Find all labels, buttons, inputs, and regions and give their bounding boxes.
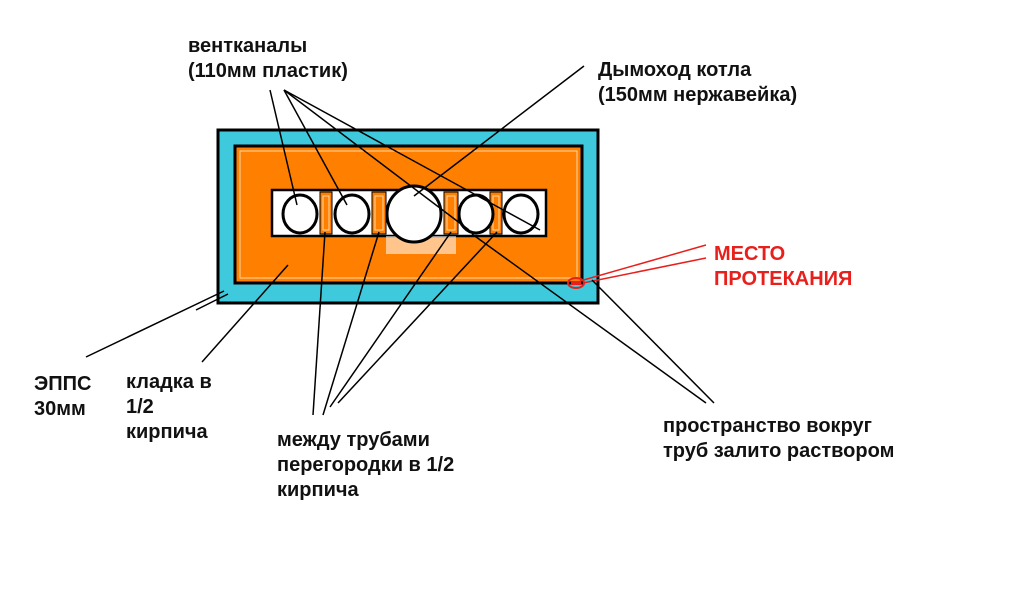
vent-pipe-2	[333, 193, 371, 235]
label-leak-line2: ПРОТЕКАНИЯ	[714, 268, 853, 290]
label-vent-line2: (110мм пластик)	[188, 60, 348, 82]
label-vent-line1: вентканалы	[188, 35, 308, 57]
vent-pipe-1	[281, 193, 319, 235]
label-chimney: Дымоход котла (150мм нержавейка)	[598, 58, 797, 108]
label-space-line1: пространство вокруг	[663, 415, 872, 437]
label-leak-place: МЕСТО ПРОТЕКАНИЯ	[714, 242, 852, 292]
chimney-pipe	[385, 184, 443, 244]
vent-pipe-4	[502, 193, 540, 235]
brick-inner-outline	[239, 150, 578, 279]
label-leak-line1: МЕСТО	[714, 243, 786, 265]
leader-lines-partitions	[312, 231, 498, 416]
label-chimney-line2: (150мм нержавейка)	[598, 84, 798, 106]
label-partitions-line2: перегородки в 1/2	[277, 454, 455, 476]
label-masonry-line2: 1/2	[126, 396, 154, 418]
label-epps-line1: ЭППС	[34, 373, 92, 395]
label-epps-line2: 30мм	[34, 398, 86, 420]
label-space-line2: труб залито раствором	[663, 440, 895, 462]
leader-line-masonry	[201, 264, 289, 363]
partition-2	[371, 191, 387, 235]
partition-1	[319, 191, 333, 235]
leader-lines-space	[471, 233, 715, 404]
leader-lines-leak	[579, 244, 707, 284]
leader-lines-vent	[269, 89, 541, 231]
label-partitions-line1: между трубами	[277, 429, 430, 451]
label-masonry-line3: кирпича	[126, 421, 208, 443]
label-space-filled: пространство вокруг труб залито растворо…	[663, 414, 894, 464]
leak-marker-dot	[571, 281, 581, 285]
label-chimney-line1: Дымоход котла	[598, 59, 752, 81]
leader-lines-epps	[85, 290, 229, 358]
leader-line-chimney	[413, 65, 585, 197]
label-masonry: кладка в 1/2 кирпича	[126, 370, 212, 445]
label-vent-channels: вентканалы (110мм пластик)	[188, 34, 348, 84]
label-masonry-line1: кладка в	[126, 371, 212, 393]
label-partitions-line3: кирпича	[277, 479, 359, 501]
label-partitions: между трубами перегородки в 1/2 кирпича	[277, 428, 454, 503]
label-epps: ЭППС 30мм	[34, 372, 91, 422]
